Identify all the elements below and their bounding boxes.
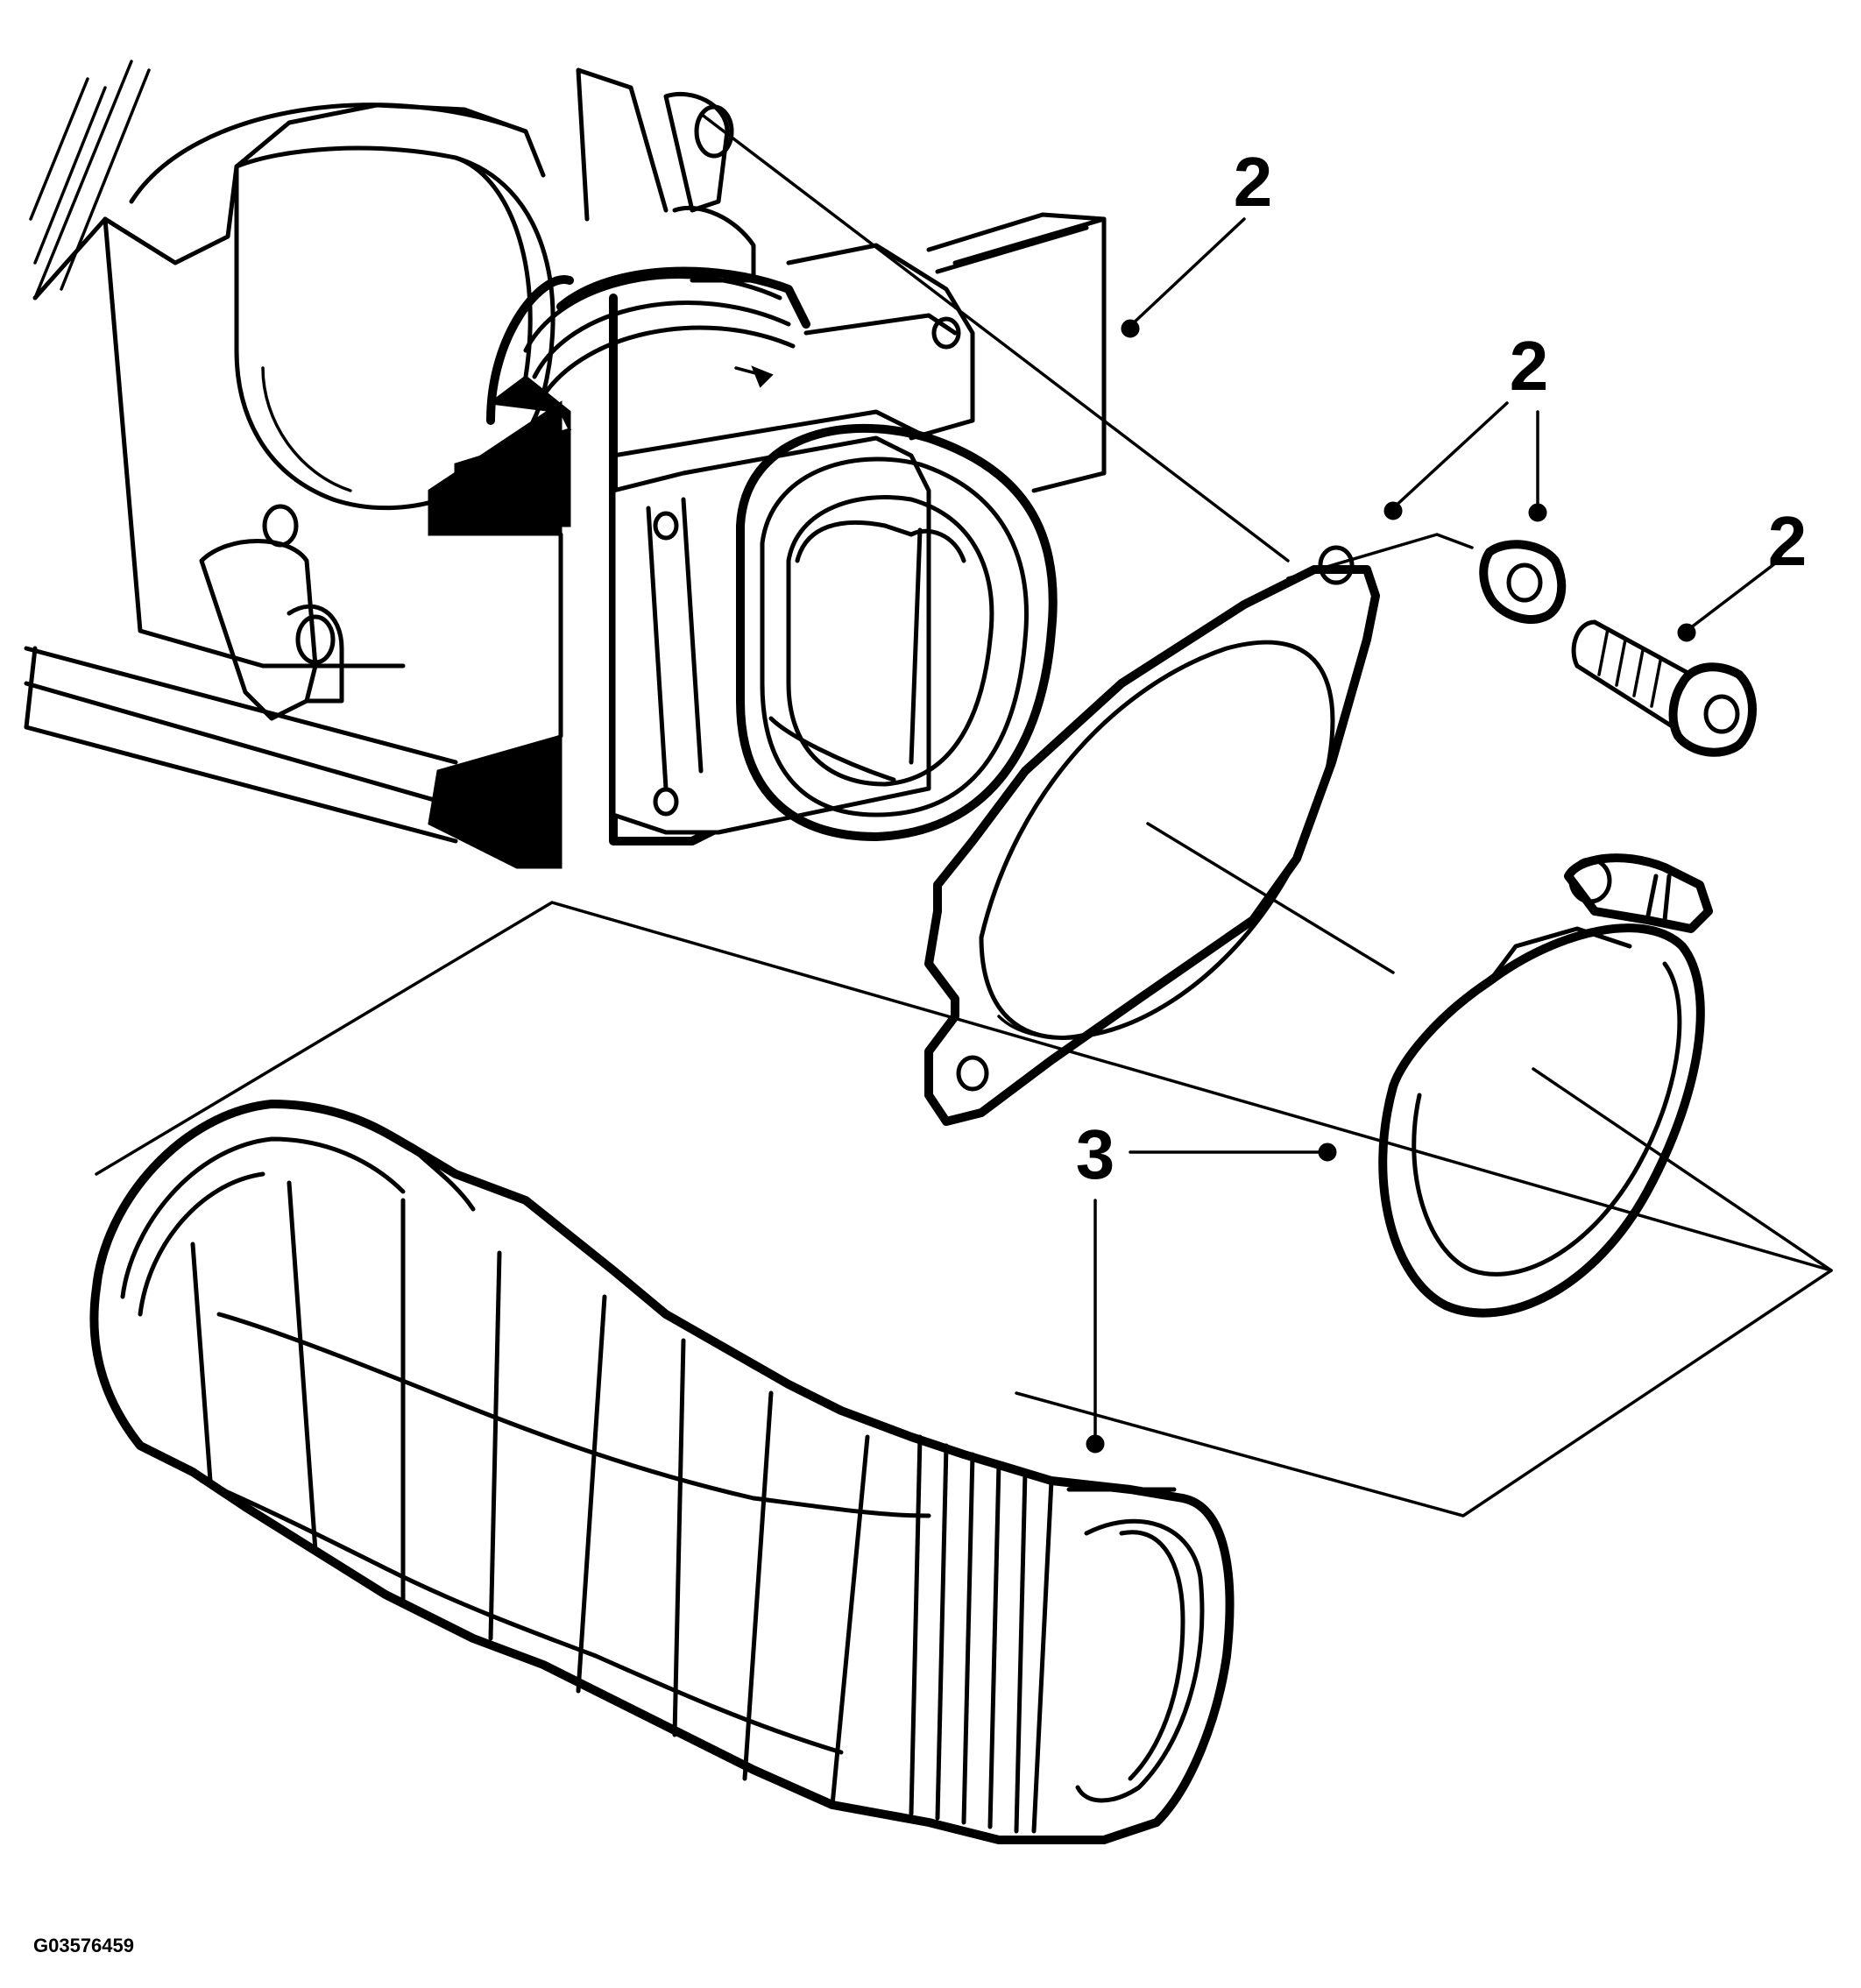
callout-label: 2 bbox=[1234, 143, 1273, 221]
bolt bbox=[1571, 619, 1757, 757]
callout-labels: 2 2 2 2 3 3 bbox=[1076, 143, 1808, 1193]
alignment-lines bbox=[95, 112, 1833, 1518]
hose-clamp bbox=[1378, 853, 1833, 1318]
air-intake-hose bbox=[89, 1100, 1235, 1844]
callout-label: 2 bbox=[1768, 502, 1808, 580]
air-cleaner-housing bbox=[24, 60, 756, 844]
washer bbox=[1479, 540, 1567, 624]
mass-air-flow-sensor bbox=[486, 212, 1107, 845]
gasket bbox=[924, 545, 1395, 1126]
figure-id: G03576459 bbox=[33, 1935, 134, 1956]
callout-label: 2 bbox=[1510, 327, 1549, 405]
callout-leaders bbox=[1086, 217, 1780, 1454]
direction-arrows bbox=[428, 375, 572, 869]
callout-label: 3 bbox=[1076, 1115, 1115, 1193]
